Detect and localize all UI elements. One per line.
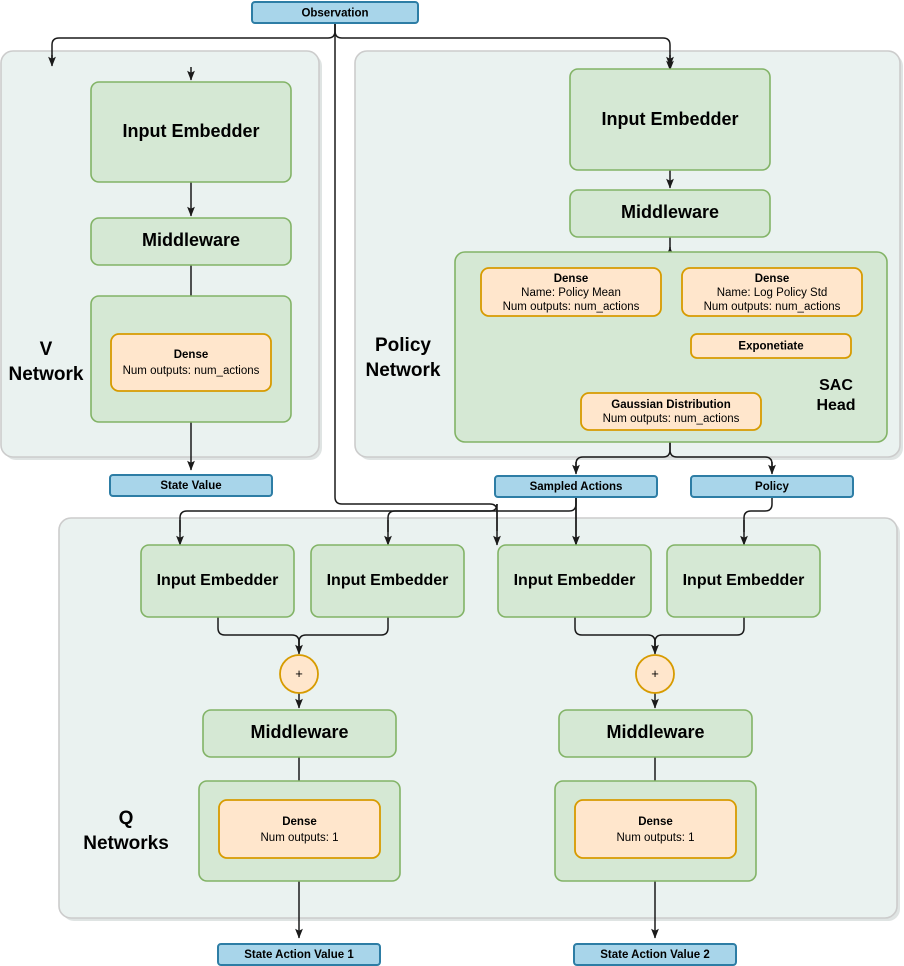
q2-dense-title: Dense	[638, 816, 673, 828]
q1-adder-label: +	[295, 666, 303, 681]
sac-head-label-line2: Head	[816, 397, 855, 414]
state-value-node[interactable]: State Value	[109, 474, 273, 497]
state-action-value-1-node[interactable]: State Action Value 1	[217, 943, 381, 966]
v-middleware-label: Middleware	[142, 230, 240, 250]
q1-input-embedder-b[interactable]: Input Embedder	[310, 544, 465, 618]
state-action-value-2-node[interactable]: State Action Value 2	[573, 943, 737, 966]
v-input-embedder[interactable]: Input Embedder	[90, 81, 292, 183]
q1-middleware[interactable]: Middleware	[202, 709, 397, 758]
q2-input-embedder-a-label: Input Embedder	[514, 572, 636, 589]
v-middleware[interactable]: Middleware	[90, 217, 292, 266]
observation-node[interactable]: Observation	[251, 1, 419, 24]
sampled-actions-node[interactable]: Sampled Actions	[494, 475, 658, 498]
q2-adder[interactable]: +	[635, 654, 675, 694]
q1-input-embedder-a-label: Input Embedder	[157, 572, 279, 589]
exponetiate-label: Exponetiate	[738, 341, 803, 353]
exponetiate-block[interactable]: Exponetiate	[690, 333, 852, 359]
policy-network-label-line1: Policy	[375, 335, 431, 356]
q1-dense[interactable]: Dense Num outputs: 1	[218, 799, 381, 859]
dense-policy-mean-outputs: Num outputs: num_actions	[503, 301, 640, 313]
observation-label: Observation	[301, 8, 368, 20]
state-action-value-2-label: State Action Value 2	[600, 949, 710, 961]
v-network-label-line1: V	[40, 339, 53, 360]
q1-input-embedder-b-label: Input Embedder	[327, 572, 449, 589]
v-dense-title: Dense	[174, 349, 209, 361]
q1-middleware-label: Middleware	[250, 722, 348, 742]
dense-log-policy-std-name: Name: Log Policy Std	[717, 287, 828, 299]
q2-middleware[interactable]: Middleware	[558, 709, 753, 758]
dense-log-policy-std-outputs: Num outputs: num_actions	[704, 301, 841, 313]
sampled-actions-label: Sampled Actions	[530, 481, 623, 493]
policy-middleware-label: Middleware	[621, 202, 719, 222]
q-networks-label-line1: Q	[119, 808, 134, 829]
q1-dense-outputs: Num outputs: 1	[261, 832, 339, 844]
state-value-label: State Value	[160, 480, 221, 492]
policy-node[interactable]: Policy	[690, 475, 854, 498]
policy-network-label-line2: Network	[366, 360, 441, 381]
q2-input-embedder-a[interactable]: Input Embedder	[497, 544, 652, 618]
dense-log-policy-std-title: Dense	[755, 273, 790, 285]
q2-input-embedder-b[interactable]: Input Embedder	[666, 544, 821, 618]
q2-dense[interactable]: Dense Num outputs: 1	[574, 799, 737, 859]
q2-input-embedder-b-label: Input Embedder	[683, 572, 805, 589]
q2-middleware-label: Middleware	[606, 722, 704, 742]
gaussian-distribution-block[interactable]: Gaussian Distribution Num outputs: num_a…	[580, 392, 762, 431]
dense-policy-mean-title: Dense	[554, 273, 589, 285]
policy-input-embedder[interactable]: Input Embedder	[569, 68, 771, 171]
v-dense[interactable]: Dense Num outputs: num_actions	[110, 333, 272, 392]
q1-input-embedder-a[interactable]: Input Embedder	[140, 544, 295, 618]
gaussian-outputs: Num outputs: num_actions	[603, 413, 740, 425]
sac-head-label-line1: SAC	[819, 377, 853, 394]
q1-dense-title: Dense	[282, 816, 317, 828]
q2-adder-label: +	[651, 666, 659, 681]
q2-dense-outputs: Num outputs: 1	[617, 832, 695, 844]
policy-middleware[interactable]: Middleware	[569, 189, 771, 238]
dense-policy-mean[interactable]: Dense Name: Policy Mean Num outputs: num…	[480, 267, 662, 317]
dense-log-policy-std[interactable]: Dense Name: Log Policy Std Num outputs: …	[681, 267, 863, 317]
dense-policy-mean-name: Name: Policy Mean	[521, 287, 621, 299]
policy-label: Policy	[755, 481, 789, 493]
v-network-label-line2: Network	[9, 364, 84, 385]
state-action-value-1-label: State Action Value 1	[244, 949, 354, 961]
policy-input-embedder-label: Input Embedder	[601, 109, 738, 129]
q-networks-label-line2: Networks	[83, 833, 169, 854]
q1-adder[interactable]: +	[279, 654, 319, 694]
v-input-embedder-label: Input Embedder	[122, 121, 259, 141]
v-dense-outputs: Num outputs: num_actions	[123, 365, 260, 377]
gaussian-title: Gaussian Distribution	[611, 399, 731, 411]
